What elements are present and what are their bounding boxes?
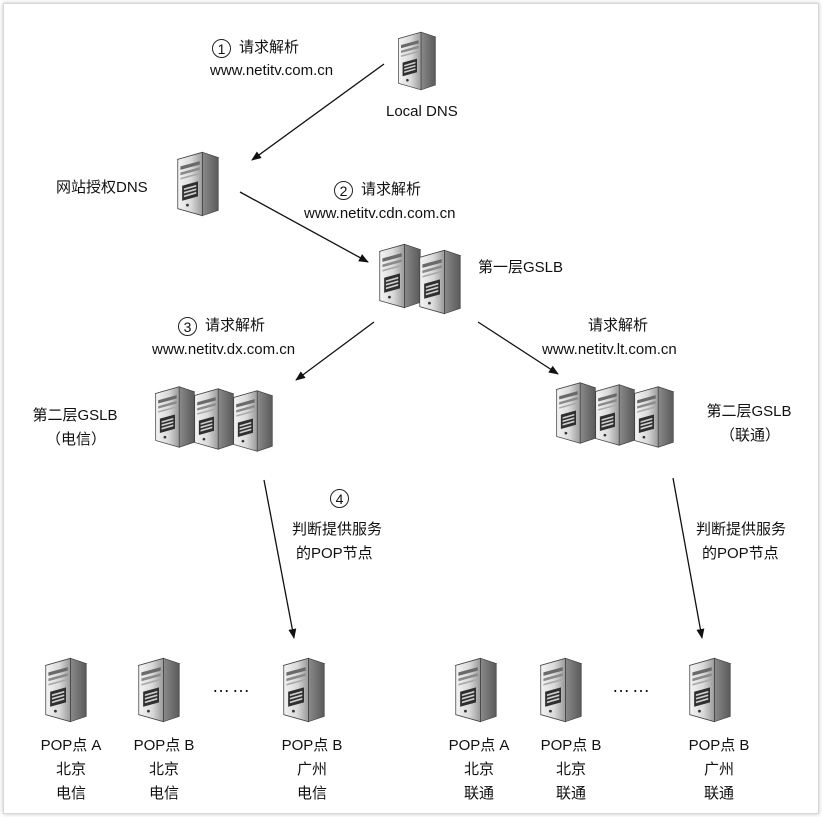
pop-4-city: 北京: [463, 761, 494, 778]
step-lt-action: 请求解析: [588, 317, 649, 334]
arrow-gslb1-to-gslb2-dx: [295, 321, 375, 381]
server-icon-gslb2-dx-a: [155, 386, 195, 448]
ellipsis-lt: ……: [612, 676, 652, 696]
server-icon-pop-6: [689, 657, 731, 723]
step-lt-4-action: 判断提供服务: [696, 521, 787, 538]
step-4-number-wrap: 4: [330, 488, 357, 508]
server-icon-local-dns: [398, 31, 436, 91]
server-icon-pop-3: [283, 657, 325, 723]
step-1-action: 1 请求解析: [212, 38, 299, 58]
arrows: [239, 63, 705, 639]
pop-4-isp: 联通: [463, 785, 494, 802]
auth-dns-label: 网站授权DNS: [56, 179, 148, 196]
pop-3-name: POP点 B: [281, 737, 343, 754]
step-3-action-text: 请求解析: [205, 317, 266, 334]
server-icon-gslb2-lt-a: [556, 382, 596, 444]
step-1-action-text: 请求解析: [239, 39, 300, 56]
arrow-gslb2-dx-to-pop: [263, 479, 297, 639]
pop-6-name: POP点 B: [688, 737, 750, 754]
gslb2-dx-isp: （电信）: [45, 431, 106, 448]
arrow-localdns-to-auth: [251, 63, 385, 161]
server-icon-gslb2-lt-b: [595, 384, 635, 446]
pop-1-name: POP点 A: [40, 737, 102, 754]
pop-5-isp: 联通: [555, 785, 586, 802]
local-dns-label: Local DNS: [386, 103, 458, 120]
server-icon-gslb2-dx-b: [194, 388, 234, 450]
arrow-gslb2-lt-to-pop: [672, 477, 705, 639]
pop-1-city: 北京: [55, 761, 86, 778]
server-icon-gslb2-dx-c: [233, 390, 273, 452]
server-icon-pop-5: [540, 657, 582, 723]
step-3-action: 3 请求解析: [178, 316, 265, 336]
server-icon-gslb1-b: [419, 249, 461, 315]
server-icon-gslb1-a: [379, 243, 421, 309]
gslb2-lt-label: 第二层GSLB: [706, 403, 792, 420]
step-4-number: 4: [330, 488, 349, 508]
step-lt-domain: www.netitv.lt.com.cn: [542, 341, 677, 358]
step-1-number: 1: [212, 38, 231, 58]
step-2-action: 2 请求解析: [334, 180, 421, 200]
pop-5-name: POP点 B: [540, 737, 602, 754]
step-4-action: 判断提供服务: [292, 521, 383, 538]
server-icon-pop-2: [138, 657, 180, 723]
arrow-auth-to-gslb1: [239, 191, 369, 263]
server-icon-pop-4: [455, 657, 497, 723]
gslb2-dx-label: 第二层GSLB: [32, 407, 118, 424]
step-2-domain: www.netitv.cdn.com.cn: [304, 205, 456, 222]
pop-3-city: 广州: [296, 761, 327, 778]
gslb1-label: 第一层GSLB: [478, 259, 564, 276]
server-icon-auth-dns: [177, 151, 219, 217]
step-3-number: 3: [178, 316, 197, 336]
pop-6-city: 广州: [703, 761, 734, 778]
pop-3-isp: 电信: [296, 785, 327, 802]
pop-6-isp: 联通: [703, 785, 734, 802]
servers: [45, 31, 731, 723]
step-2-action-text: 请求解析: [361, 181, 422, 198]
pop-2-name: POP点 B: [133, 737, 195, 754]
pop-2-city: 北京: [148, 761, 179, 778]
server-icon-gslb2-lt-c: [634, 386, 674, 448]
pop-1-isp: 电信: [55, 785, 86, 802]
pop-4-name: POP点 A: [448, 737, 510, 754]
step-4-domain: 的POP节点: [296, 545, 373, 562]
step-2-number: 2: [334, 180, 353, 200]
step-3-domain: www.netitv.dx.com.cn: [152, 341, 296, 358]
gslb2-lt-isp: （联通）: [719, 427, 780, 444]
pop-5-city: 北京: [555, 761, 586, 778]
step-lt-4-domain: 的POP节点: [702, 545, 779, 562]
server-icon-pop-1: [45, 657, 87, 723]
step-1-domain: www.netitv.com.cn: [210, 62, 334, 79]
ellipsis-dx: ……: [212, 676, 252, 696]
pop-2-isp: 电信: [148, 785, 179, 802]
arrow-gslb1-to-gslb2-lt: [477, 321, 559, 375]
